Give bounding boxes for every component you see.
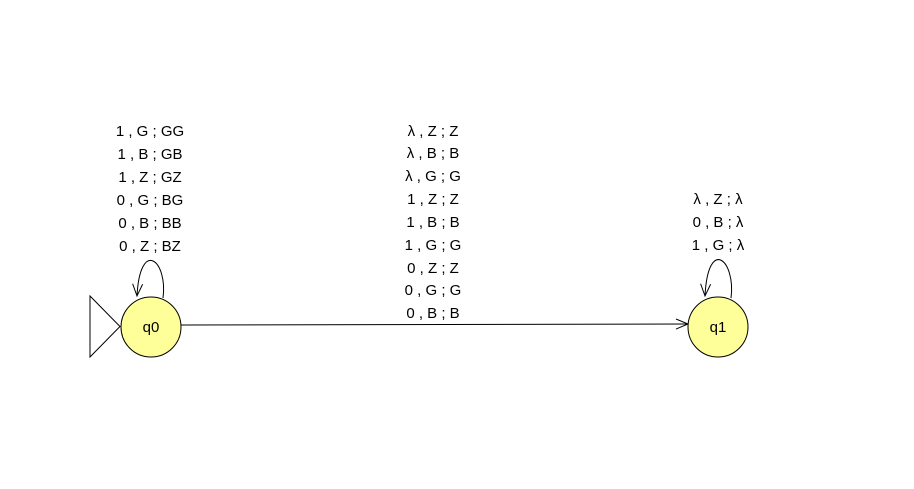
self-loop-q0[interactable] <box>137 260 165 299</box>
state-q1-label: q1 <box>710 319 727 336</box>
transition-label: 0 , G ; BG <box>117 192 184 209</box>
transition-label: 1 , G ; λ <box>692 237 745 254</box>
transition-label: 0 , Z ; Z <box>407 260 459 277</box>
transition-label: 1 , B ; B <box>406 214 459 231</box>
state-q1[interactable]: q1 <box>687 296 749 358</box>
transition-label: 0 , B ; λ <box>693 214 744 231</box>
transition-label: 1 , G ; GG <box>116 123 184 140</box>
q0-q1-labels: λ , Z ; Z λ , B ; B λ , G ; G 1 , Z ; Z … <box>405 123 462 322</box>
transition-label: 0 , B ; BB <box>118 215 181 232</box>
transition-label: λ , Z ; λ <box>693 191 743 208</box>
transition-label: λ , G ; G <box>405 168 461 185</box>
state-q0[interactable]: q0 <box>120 296 182 358</box>
transition-label: 1 , Z ; GZ <box>118 169 181 186</box>
state-q1-circle[interactable] <box>687 296 749 358</box>
start-state-marker <box>89 294 121 359</box>
transition-label: λ , B ; B <box>407 145 460 162</box>
state-q0-label: q0 <box>143 319 160 336</box>
transition-label: 0 , Z ; BZ <box>119 238 181 255</box>
transition-label: 1 , B ; GB <box>117 146 182 163</box>
transition-arrow-q0-q1[interactable] <box>180 324 688 325</box>
transition-label: 0 , B ; B <box>406 305 459 322</box>
transition-label: 1 , Z ; Z <box>407 191 459 208</box>
transition-label: λ , Z ; Z <box>408 123 459 140</box>
q1-loop-labels: λ , Z ; λ 0 , B ; λ 1 , G ; λ <box>692 191 745 254</box>
transition-label: 0 , G ; G <box>405 282 462 299</box>
q0-loop-labels: 1 , G ; GG 1 , B ; GB 1 , Z ; GZ 0 , G ;… <box>116 123 184 255</box>
transition-label: 1 , G ; G <box>405 237 462 254</box>
state-q0-circle[interactable] <box>120 296 182 358</box>
self-loop-q1[interactable] <box>705 259 733 299</box>
